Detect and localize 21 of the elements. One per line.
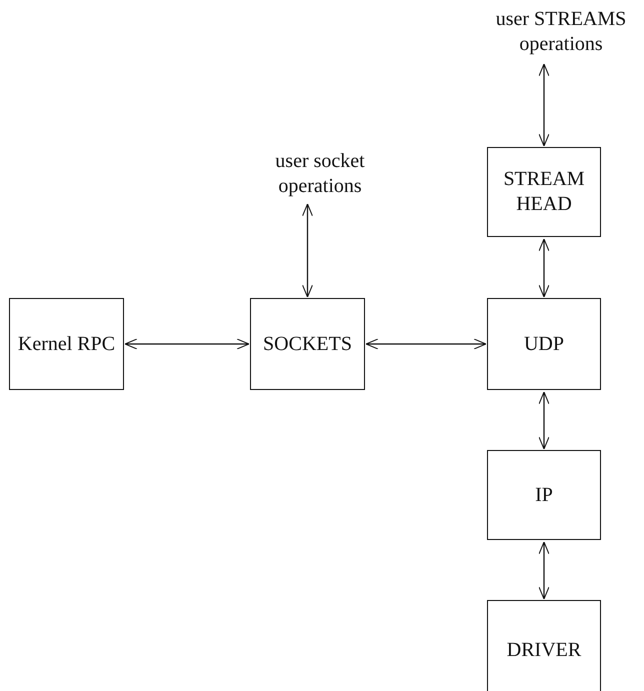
box-label: STREAM HEAD <box>502 167 586 217</box>
double-arrow <box>538 542 550 600</box>
box-label: SOCKETS <box>263 332 352 356</box>
double-arrow <box>124 338 250 350</box>
double-arrow <box>366 338 486 350</box>
double-arrow <box>538 64 550 146</box>
double-arrow <box>538 392 550 450</box>
process-box <box>487 450 601 540</box>
double-arrow <box>538 238 550 298</box>
box-label: IP <box>535 482 553 508</box>
box-label: Kernel RPC <box>18 332 116 356</box>
double-arrow <box>302 204 313 298</box>
process-box <box>487 147 601 237</box>
box-label: UDP <box>524 332 564 356</box>
process-box <box>9 298 124 390</box>
operations-label: user socket operations <box>274 149 366 199</box>
box-label: DRIVER <box>506 638 582 662</box>
process-box <box>250 298 365 390</box>
process-box <box>487 600 601 691</box>
process-box <box>487 298 601 390</box>
operations-label: user STREAMS operations <box>494 7 628 57</box>
